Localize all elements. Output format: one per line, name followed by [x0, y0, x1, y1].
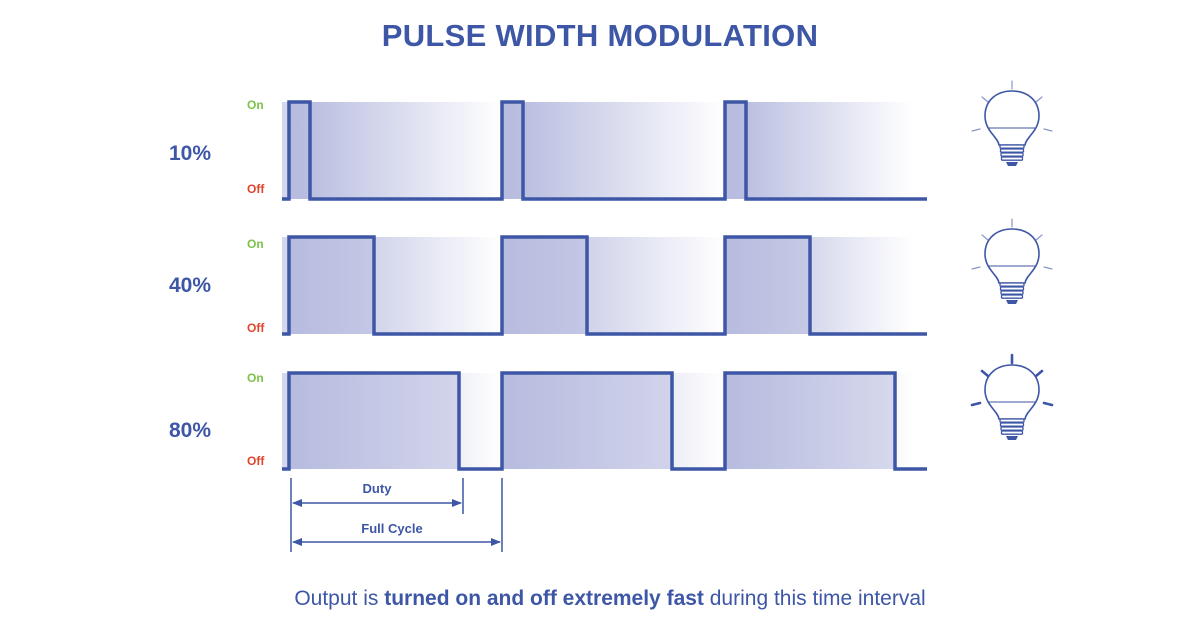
bulb-base-thread: [1000, 152, 1024, 157]
pwm-waveform: [282, 235, 927, 336]
on-pulse-fill: [502, 373, 672, 469]
on-pulse-fill: [502, 237, 587, 334]
light-ray: [970, 401, 982, 407]
bulb-base-tip: [1006, 162, 1018, 166]
bulb-base-thread: [1000, 156, 1024, 161]
pwm-waveform: [282, 371, 927, 471]
bulb-base-thread: [999, 148, 1025, 153]
bulb-glass: [984, 364, 1040, 420]
bulb-base-thread: [999, 422, 1025, 427]
bulb-glass: [984, 228, 1040, 284]
on-pulse-fill: [725, 373, 895, 469]
duty-percent-label: 80%: [169, 419, 211, 442]
lightbulb-icon: [970, 353, 1054, 440]
bulb-base-thread: [999, 286, 1025, 291]
cycle-shade: [289, 102, 502, 199]
cycle-shade: [502, 102, 725, 199]
on-state-label: On: [247, 371, 264, 385]
pwm-waveform: [282, 100, 927, 201]
duty-percent-label: 10%: [169, 142, 211, 165]
light-ray: [1034, 369, 1044, 378]
bulb-base-thread: [999, 144, 1025, 149]
light-ray: [1035, 96, 1043, 103]
caption: Output is turned on and off extremely fa…: [294, 587, 926, 610]
lightbulb-icon: [971, 80, 1053, 166]
on-pulse-fill: [289, 102, 310, 199]
timing-annotations: Duty Full Cycle: [290, 478, 503, 552]
lead-in-shade: [282, 237, 289, 334]
duty-percent-label: 40%: [169, 274, 211, 297]
cycle-shade: [725, 102, 912, 199]
light-ray: [971, 266, 981, 270]
page-title: PULSE WIDTH MODULATION: [381, 18, 819, 53]
bulb-base-thread: [1000, 430, 1024, 435]
lead-in-shade: [282, 102, 289, 199]
lightbulb-icon: [971, 218, 1053, 304]
on-pulse-fill: [502, 102, 523, 199]
on-state-label: On: [247, 98, 264, 112]
light-ray: [981, 234, 989, 241]
bulb-base-thread: [1000, 426, 1024, 431]
bulb-glass: [984, 90, 1040, 146]
bulb-base-tip: [1006, 436, 1018, 440]
off-state-label: Off: [247, 321, 265, 335]
bulb-base-thread: [1000, 294, 1024, 299]
light-ray: [1043, 128, 1053, 132]
on-pulse-fill: [289, 237, 374, 334]
on-pulse-fill: [725, 102, 746, 199]
off-state-label: Off: [247, 454, 265, 468]
bulb-base-thread: [999, 418, 1025, 423]
duty-label: Duty: [363, 481, 393, 496]
bulb-base-tip: [1006, 300, 1018, 304]
light-ray: [1043, 266, 1053, 270]
off-state-label: Off: [247, 182, 265, 196]
light-ray: [971, 128, 981, 132]
on-pulse-fill: [289, 373, 459, 469]
bulb-base-thread: [999, 282, 1025, 287]
on-state-label: On: [247, 237, 264, 251]
full-cycle-label: Full Cycle: [361, 521, 422, 536]
light-ray: [981, 96, 989, 103]
on-pulse-fill: [725, 237, 810, 334]
light-ray: [1035, 234, 1043, 241]
lead-in-shade: [282, 373, 289, 469]
bulb-base-thread: [1000, 290, 1024, 295]
light-ray: [980, 369, 990, 378]
light-ray: [1042, 401, 1054, 407]
